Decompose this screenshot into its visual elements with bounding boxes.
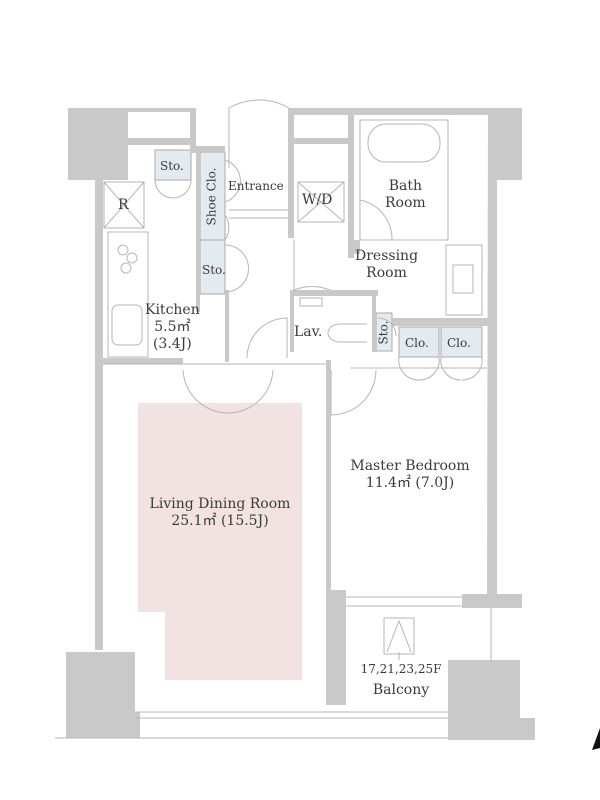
master-name: Master Bedroom (350, 458, 470, 474)
dressing-line1: Dressing (355, 248, 419, 264)
fridge-label: R (118, 197, 129, 213)
wd-label: W/D (302, 192, 333, 208)
shoe-closet-label: Shoe Clo. (204, 167, 219, 226)
kitchen-area: 5.5㎡ (154, 319, 191, 335)
north-arrow-icon (592, 728, 600, 750)
kitchen-name: Kitchen (145, 302, 200, 318)
balcony-label: 17,21,23,25F Balcony (346, 661, 456, 702)
living-area: 25.1㎡ (15.5J) (171, 513, 269, 529)
master-area: 11.4㎡ (7.0J) (365, 475, 455, 491)
closet2-box (440, 326, 483, 358)
bath-line1: Bath (388, 178, 422, 194)
storage-entrance-box (199, 239, 226, 295)
walls (66, 108, 535, 740)
kitchen-jo: (3.4J) (152, 336, 192, 352)
storage-entrance-label: Sto. (202, 263, 226, 277)
balcony-floors: 17,21,23,25F (360, 662, 442, 676)
lavatory-label: Lav. (294, 324, 323, 340)
balcony-name: Balcony (372, 682, 430, 698)
bath-line2: Room (385, 195, 426, 211)
storage-top-box (154, 149, 192, 181)
living-room-area (138, 403, 302, 680)
storage-top-label: Sto. (160, 159, 184, 173)
living-name: Living Dining Room (149, 496, 291, 512)
storage-small-label: Sto. (376, 320, 391, 345)
entrance-label: Entrance (228, 179, 284, 193)
closet2-label: Clo. (447, 336, 471, 350)
closet1-box (398, 326, 440, 358)
shoe-closet-box (199, 151, 226, 241)
closet1-label: Clo. (405, 336, 429, 350)
dressing-line2: Room (366, 265, 407, 281)
